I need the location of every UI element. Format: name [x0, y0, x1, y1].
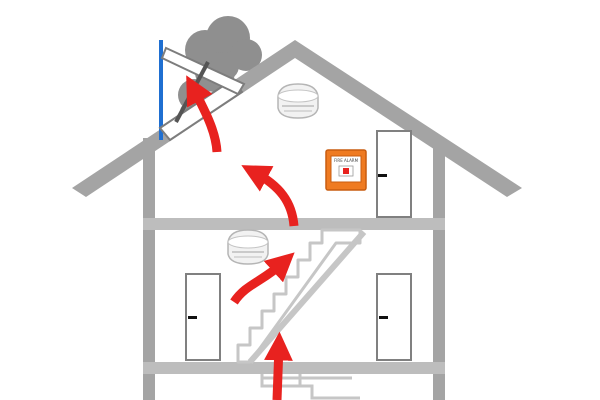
arrow-up-stairwell [241, 165, 299, 227]
door-handle [379, 316, 388, 319]
ground-floor-slab [143, 362, 445, 374]
arrow-from-stair-bottom [264, 331, 293, 400]
right-outer-wall [433, 138, 445, 400]
door-lower-left [185, 273, 221, 361]
arrow-to-vent [186, 75, 222, 153]
door-handle [188, 316, 197, 319]
left-outer-wall [143, 138, 155, 400]
door-icon [376, 130, 412, 218]
door-lower-right [376, 273, 412, 361]
door-upper [376, 130, 412, 218]
door-handle [378, 174, 387, 177]
smoke-detector-lower [227, 229, 269, 265]
smoke-detector-upper [277, 83, 319, 119]
arrow-lower-landing [230, 252, 295, 305]
call-point-label: FIRE ALARM [334, 158, 359, 163]
smoke-flow-arrows [186, 75, 299, 400]
vent-frame-bar [159, 40, 163, 140]
manual-call-point: FIRE ALARM [325, 149, 367, 191]
